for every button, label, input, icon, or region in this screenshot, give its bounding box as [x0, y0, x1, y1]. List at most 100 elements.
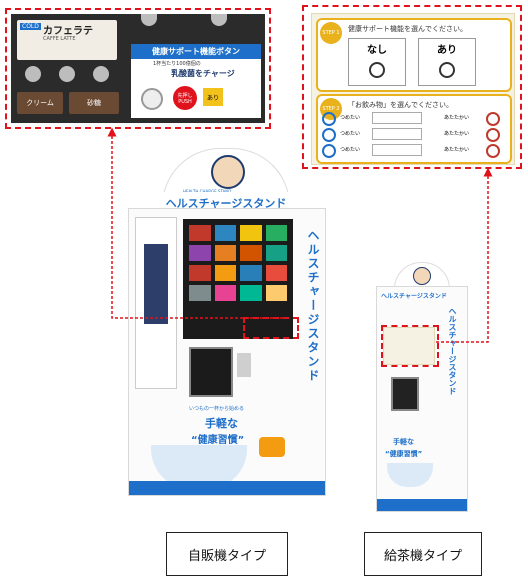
product-slot[interactable] [240, 245, 262, 261]
caption-vending-type: 自販機タイプ [166, 532, 288, 576]
lactic-note: 1杯当たり100億個の [153, 61, 201, 67]
hot-radio[interactable] [486, 128, 500, 142]
product-slot[interactable] [189, 285, 211, 301]
caption-vending-text: 自販機タイプ [187, 548, 266, 564]
tea-body: ヘルスチャージスタンド ヘルスチャージスタンド 手軽な “健康習慣” [376, 286, 468, 512]
knob[interactable] [211, 14, 227, 26]
hot-label: あたたかい [444, 147, 470, 153]
knob[interactable] [141, 14, 157, 26]
tea-panel-callout: STEP 1 健康サポート機能を選んでください。 なし あり STEP 2 「お… [302, 5, 522, 169]
vending-machine: HEALTH CHARGE STAND ヘルスチャージスタンド [118, 148, 332, 500]
charge-text: 乳酸菌をチャージ [171, 69, 235, 78]
product-slot[interactable] [240, 285, 262, 301]
brand-title: ヘルスチャージスタンド [165, 197, 287, 210]
product-slot[interactable] [265, 285, 287, 301]
drink-slot[interactable] [372, 128, 422, 140]
step2-block: STEP 2 「お飲み物」を選んでください。 つめたい あたたかい つめたい あ… [316, 94, 512, 164]
tea-slogan-big2: “健康習慣” [385, 450, 423, 458]
tea-vertical-brand: ヘルスチャージスタンド [448, 307, 457, 395]
option-none-radio[interactable] [369, 62, 385, 78]
caption-tea-type: 給茶機タイプ [364, 532, 482, 576]
cold-label: つめたい [340, 115, 361, 121]
product-slot[interactable] [189, 245, 211, 261]
push-badge: 先押しPUSH [173, 86, 197, 110]
step1-prompt: 健康サポート機能を選んでください。 [348, 25, 467, 33]
tea-brand: ヘルスチャージスタンド [381, 293, 447, 300]
knob[interactable] [25, 66, 41, 82]
hot-radio[interactable] [486, 144, 500, 158]
connector-vending [107, 127, 288, 319]
product-slot[interactable] [240, 265, 262, 281]
tea-mascot-icon [413, 267, 431, 285]
cold-radio[interactable] [322, 128, 336, 142]
tea-nozzle[interactable] [391, 377, 419, 411]
hot-label: あたたかい [444, 131, 470, 137]
product-slot[interactable] [189, 265, 211, 281]
push-label: 先押しPUSH [177, 92, 193, 105]
drink-row: つめたい あたたかい [322, 112, 506, 126]
cold-radio[interactable] [322, 112, 336, 126]
connector-tea [436, 167, 493, 343]
hot-label: あたたかい [444, 115, 470, 121]
product-slot[interactable] [214, 265, 236, 281]
cup-dispenser[interactable] [189, 347, 233, 397]
cream-label: クリーム [26, 99, 54, 107]
tea-machine: ヘルスチャージスタンド ヘルスチャージスタンド 手軽な “健康習慣” [370, 262, 472, 514]
cold-badge: COLD [20, 23, 41, 30]
product-window [183, 219, 293, 339]
vending-panel-photo: COLD カフェラテ CAFFE LATTE クリーム 砂糖 健康サポート機能ボ… [11, 14, 265, 123]
drink-slot[interactable] [372, 144, 422, 156]
product-slot[interactable] [265, 265, 287, 281]
tea-panel-screen: STEP 1 健康サポート機能を選んでください。 なし あり STEP 2 「お… [311, 13, 515, 165]
ari-label: あり [206, 94, 219, 102]
vertical-brand: ヘルスチャージスタンド [306, 229, 320, 383]
side-panel [135, 217, 177, 389]
health-support-title: 健康サポート機能ボタン [131, 44, 261, 59]
step1-label: STEP 1 [322, 30, 340, 36]
cold-label: つめたい [340, 147, 361, 153]
sugar-button[interactable]: 砂糖 [69, 92, 119, 114]
tea-screen [383, 327, 435, 365]
drink-row: つめたい あたたかい [322, 128, 506, 142]
product-slot[interactable] [240, 225, 262, 241]
slogan-small: いつもの一杯から始める [189, 406, 245, 412]
cream-button[interactable]: クリーム [17, 92, 63, 114]
highlight-tea [381, 325, 439, 367]
cup-holder[interactable] [259, 437, 285, 457]
option-none[interactable]: なし [348, 38, 406, 86]
tea-base-stripe [377, 499, 467, 511]
cold-label: つめたい [340, 131, 361, 137]
step2-label: STEP 2 [322, 106, 340, 112]
product-slot[interactable] [265, 245, 287, 261]
brand-banner: ヘルスチャージスタンド [138, 192, 314, 210]
product-card: COLD カフェラテ CAFFE LATTE [17, 20, 117, 60]
step2-prompt: 「お飲み物」を選んでください。 [348, 101, 453, 109]
product-slot[interactable] [214, 225, 236, 241]
product-slot[interactable] [265, 225, 287, 241]
tea-slogan-big1: 手軽な [393, 438, 414, 446]
caption-tea-text: 給茶機タイプ [383, 548, 462, 564]
product-slot[interactable] [214, 285, 236, 301]
knob[interactable] [93, 66, 109, 82]
knob[interactable] [59, 66, 75, 82]
hot-radio[interactable] [486, 112, 500, 126]
vending-panel-callout: COLD カフェラテ CAFFE LATTE クリーム 砂糖 健康サポート機能ボ… [5, 8, 271, 129]
base-stripe [129, 481, 325, 495]
coin-slot[interactable] [237, 353, 251, 377]
sugar-label: 砂糖 [87, 99, 101, 107]
option-ari[interactable]: あり [418, 38, 476, 86]
cold-radio[interactable] [322, 144, 336, 158]
drink-slot[interactable] [372, 112, 422, 124]
slogan-big1: 手軽な [205, 417, 238, 430]
product-slot[interactable] [214, 245, 236, 261]
mascot-icon [211, 155, 245, 189]
health-support-panel: 健康サポート機能ボタン 1杯当たり100億個の 乳酸菌をチャージ 先押しPUSH… [131, 44, 261, 118]
option-ari-radio[interactable] [439, 62, 455, 78]
step1-block: STEP 1 健康サポート機能を選んでください。 なし あり [316, 18, 512, 92]
option-none-label: なし [367, 45, 387, 56]
product-slot[interactable] [189, 225, 211, 241]
health-button[interactable] [141, 88, 163, 110]
side-poster [144, 244, 168, 324]
vending-body: ヘルスチャージスタンド いつもの一杯から始める 手軽な “健康習慣” [128, 208, 326, 496]
